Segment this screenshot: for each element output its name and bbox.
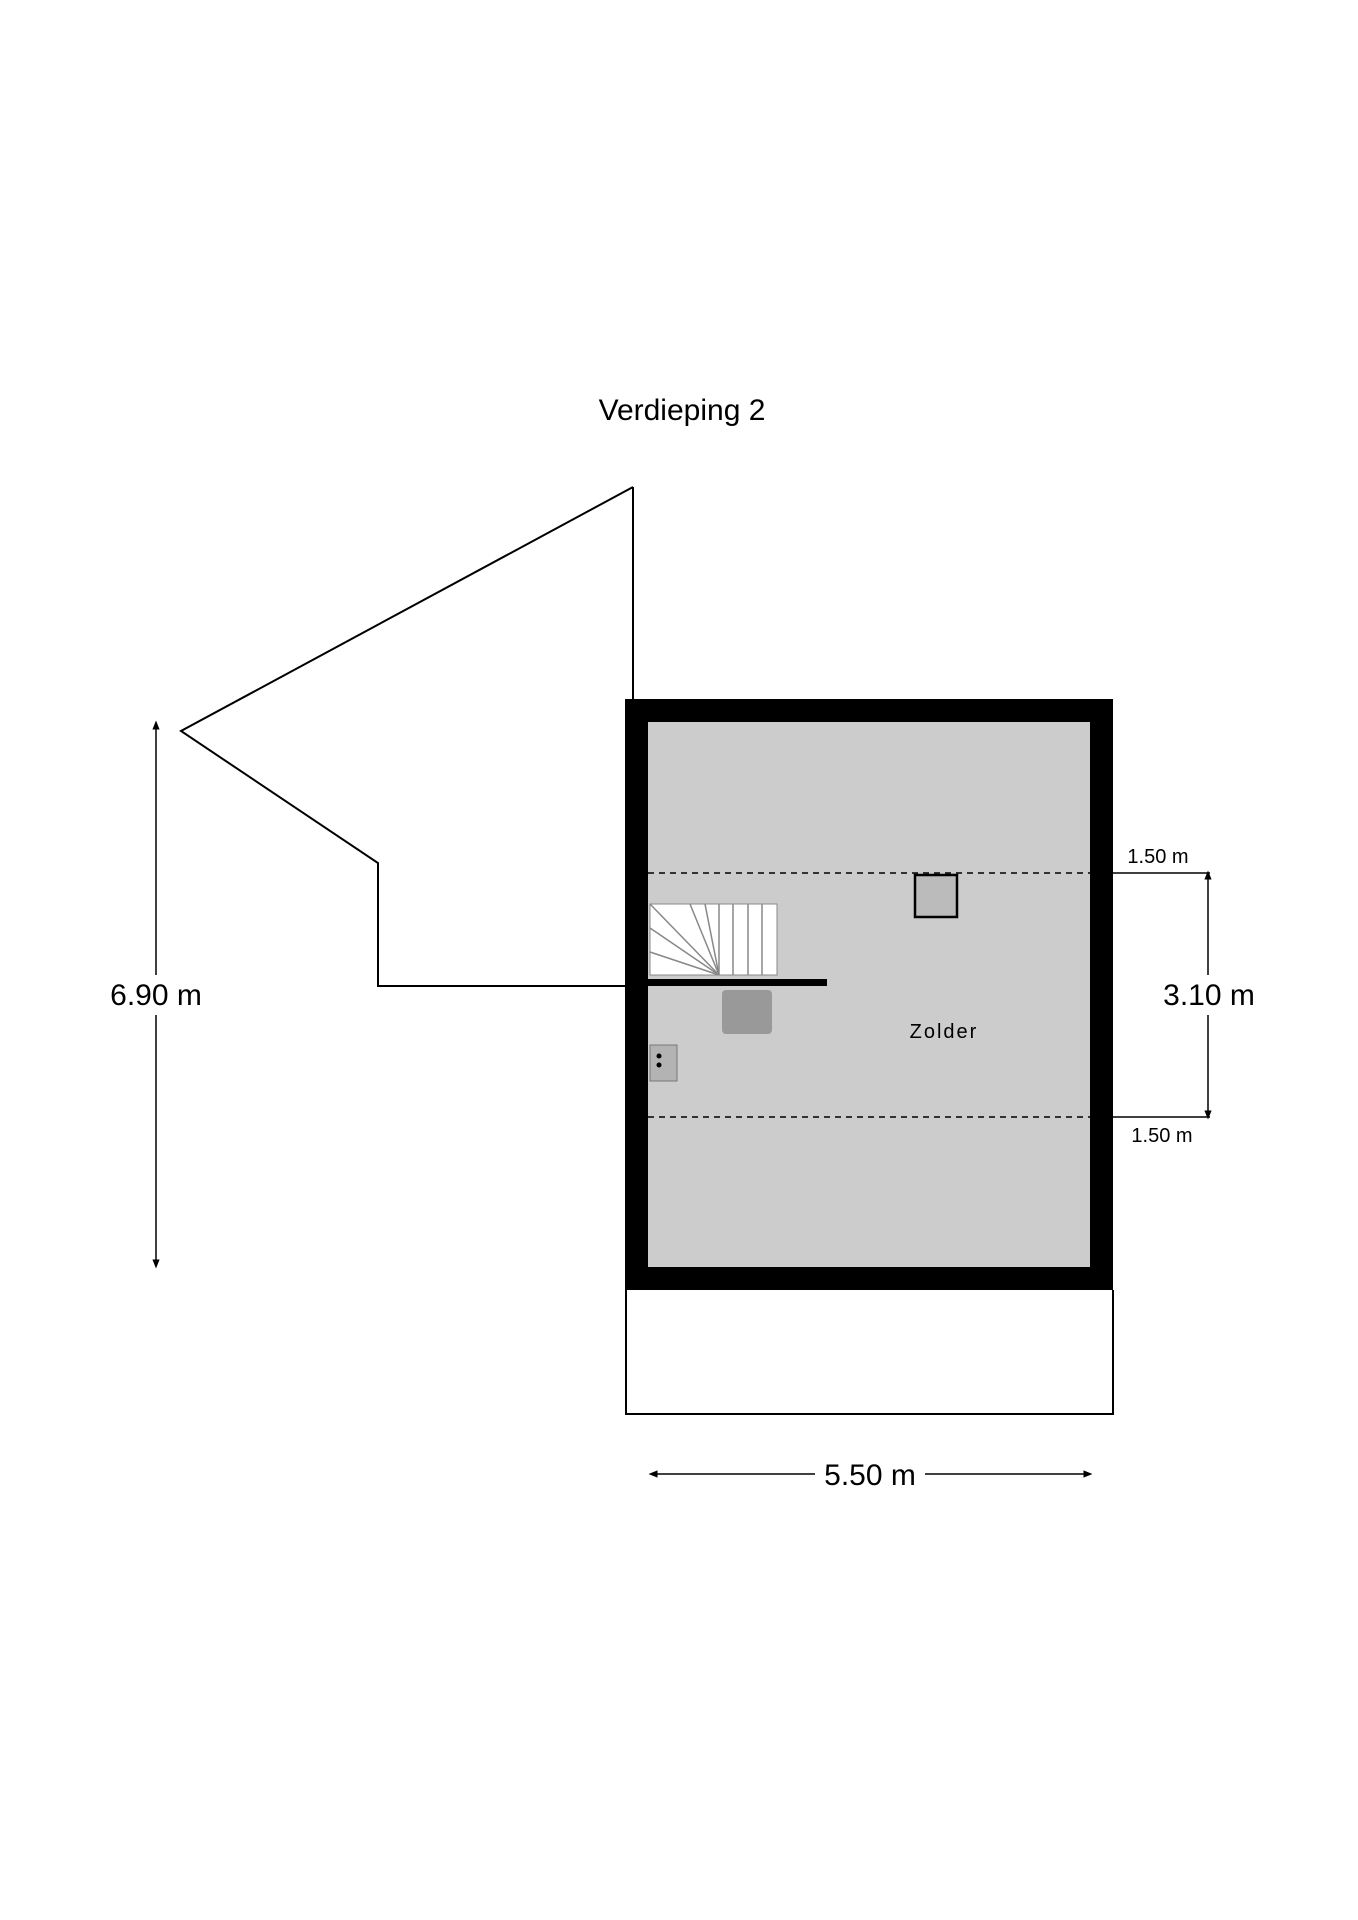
headroom-dimension-label: 3.10 m: [1163, 979, 1255, 1012]
width-label-bg: [815, 1452, 925, 1496]
slope-top-label: 1.50 m: [1127, 846, 1188, 868]
height-dimension-label: 6.90 m: [110, 979, 202, 1012]
attic-floor: [648, 722, 1090, 1267]
width-dimension-label: 5.50 m: [824, 1459, 916, 1492]
headroom-label-bg: [1160, 975, 1258, 1015]
floor-title: Verdieping 2: [599, 394, 766, 427]
room-label: Zolder: [910, 1021, 979, 1043]
landing-hatch: [722, 990, 772, 1034]
height-label-bg: [103, 975, 209, 1015]
slope-bottom-label: 1.50 m: [1131, 1125, 1192, 1147]
staircase: [649, 903, 778, 976]
lower-extension-outline: [625, 1290, 1114, 1415]
heater-unit: [649, 1044, 678, 1082]
chimney: [913, 873, 959, 919]
stair-railing-wall: [648, 979, 827, 986]
roof-outline: [179, 486, 634, 987]
